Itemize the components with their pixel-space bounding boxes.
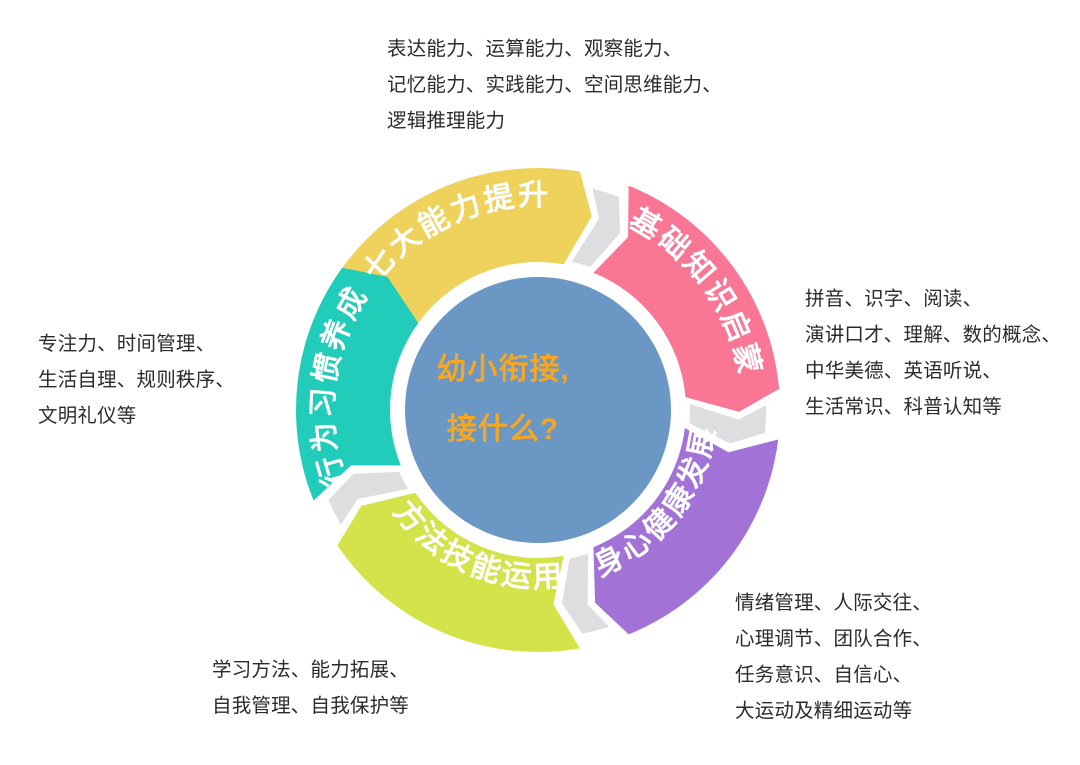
callout-line: 拼音、识字、阅读、 [805,288,983,310]
callout-ability: 表达能力、运算能力、观察能力、记忆能力、实践能力、空间思维能力、逻辑推理能力 [387,31,722,139]
callout-line: 大运动及精细运动等 [735,700,913,723]
callout-line: 学习方法、能力拓展、 [212,659,410,681]
callout-line: 表达能力、运算能力、观察能力、 [387,38,683,60]
center-line-2: 接什么? [446,413,560,446]
callout-line: 文明礼仪等 [38,405,137,428]
segment-ability[interactable] [332,168,592,332]
callout-method: 学习方法、能力拓展、自我管理、自我保护等 [212,652,409,724]
center-line-1: 幼小衔接, [436,353,570,386]
callout-habit: 专注力、时间管理、生活自理、规则秩序、文明礼仪等 [38,326,235,434]
segment-habit[interactable] [296,267,419,501]
circular-arrow-wheel: 七大能力提升基础知识启蒙身心健康发展方法技能运用行为习惯养成 [248,160,828,660]
callout-line: 生活常识、科普认知等 [805,396,1003,419]
callout-line: 心理调节、团队合作、 [735,628,933,651]
center-disc [405,277,671,543]
center-question-text: 幼小衔接, 接什么? [378,355,628,445]
callout-line: 中华美德、英语听说、 [805,360,1003,383]
segment-method[interactable] [337,492,581,652]
callout-line: 情绪管理、人际交往、 [735,592,933,614]
segment-group [296,168,780,652]
callout-line: 演讲口才、理解、数的概念、 [805,324,1062,347]
callout-line: 逻辑推理能力 [387,110,506,133]
callout-line: 任务意识、自信心、 [735,664,913,687]
callout-health: 情绪管理、人际交往、心理调节、团队合作、任务意识、自信心、大运动及精细运动等 [735,585,932,729]
segment-health[interactable] [593,428,779,635]
callout-line: 自我管理、自我保护等 [212,695,410,718]
callout-line: 记忆能力、实践能力、空间思维能力、 [387,74,722,97]
callout-line: 生活自理、规则秩序、 [38,369,236,392]
callout-knowledge: 拼音、识字、阅读、演讲口才、理解、数的概念、中华美德、英语听说、生活常识、科普认… [805,281,1061,425]
segment-knowledge[interactable] [593,185,780,412]
callout-line: 专注力、时间管理、 [38,333,216,355]
